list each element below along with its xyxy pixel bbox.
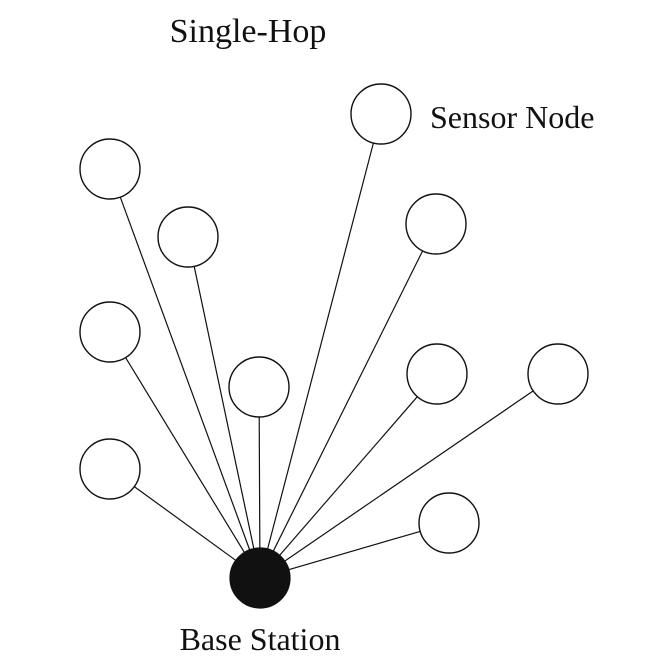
sensor-node-label: Sensor Node [430,99,594,135]
links-group [119,142,534,574]
link-7 [270,396,418,566]
base-station-label: Base Station [180,621,341,657]
link-6 [258,416,261,562]
link-1 [263,142,374,563]
link-5 [125,357,252,565]
sensor-nodes-group [79,83,589,554]
sensor-node-4 [405,193,467,255]
link-2 [119,196,255,563]
link-3 [193,266,258,563]
diagram-title: Single-Hop [170,13,327,50]
sensor-node-8 [527,343,589,405]
base-station [229,547,291,609]
sensor-node-3 [157,206,219,268]
sensor-node-2 [79,138,141,200]
sensor-node-1 [350,83,412,145]
sensor-node-6 [228,356,290,418]
link-8 [273,390,534,570]
link-10 [275,530,421,574]
link-9 [133,486,248,569]
link-4 [266,250,424,564]
sensor-node-5 [79,301,141,363]
sensor-node-7 [406,343,468,405]
sensor-node-9 [79,438,141,500]
sensor-node-10 [418,492,480,554]
